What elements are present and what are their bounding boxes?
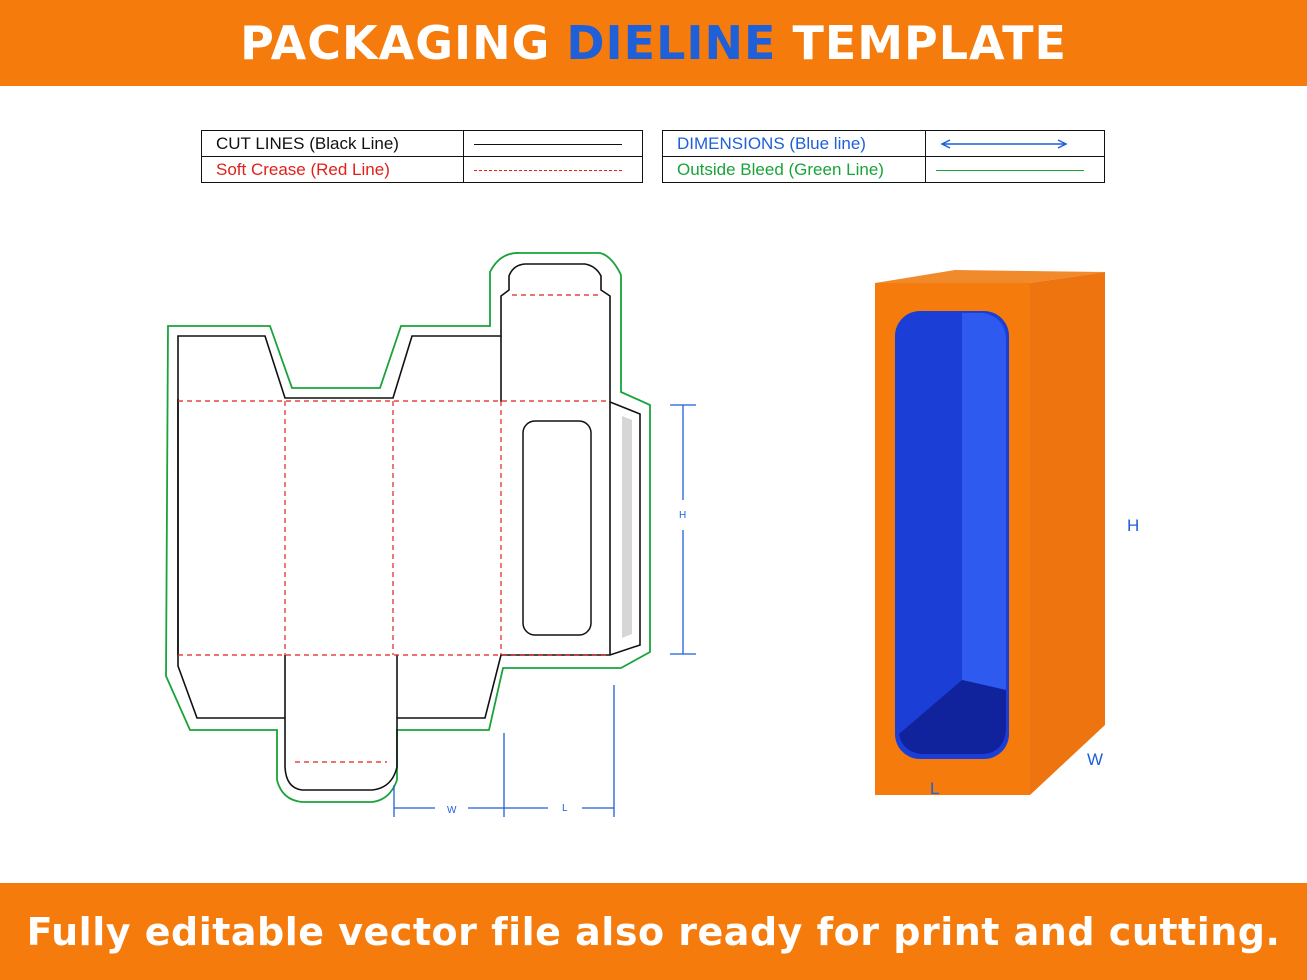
cut-inner-lines: [177, 336, 611, 718]
box-height-label: H: [1127, 516, 1139, 535]
legend-dimensions-label: DIMENSIONS (Blue line): [662, 130, 926, 157]
bleed-outline: [165, 252, 651, 803]
footer-banner: Fully editable vector file also ready fo…: [0, 883, 1307, 980]
title-part1: PACKAGING: [240, 16, 551, 70]
legend-right: DIMENSIONS (Blue line) Outside Bleed (Gr…: [662, 130, 1105, 183]
dieline-width-label: W: [447, 805, 457, 816]
footer-text: Fully editable vector file also ready fo…: [26, 909, 1281, 954]
legend-cut-sample: [463, 130, 643, 157]
double-arrow-icon: [940, 139, 1068, 149]
legend-left: CUT LINES (Black Line) Soft Crease (Red …: [201, 130, 643, 183]
dimension-lines: [393, 404, 696, 817]
dieline-height-label: H: [679, 510, 686, 521]
crease-lines: [178, 294, 610, 763]
legend-row-crease: Soft Crease (Red Line): [201, 156, 643, 183]
legend-row-bleed: Outside Bleed (Green Line): [662, 156, 1105, 183]
legend-row-cut: CUT LINES (Black Line): [201, 130, 643, 157]
box-length-label: L: [930, 779, 939, 798]
window-cutout: [522, 420, 592, 636]
glue-flap-shade: [622, 416, 632, 638]
title-accent: DIELINE: [566, 16, 777, 70]
legend-row-dimensions: DIMENSIONS (Blue line): [662, 130, 1105, 157]
legend-crease-sample: [463, 156, 643, 183]
legend-bleed-sample: [925, 156, 1105, 183]
box-window-floor: [899, 680, 1006, 754]
box-3d: [875, 270, 1105, 795]
box-window-inner-wall: [962, 313, 1006, 690]
box-side-face: [1030, 272, 1105, 795]
legend-crease-label: Soft Crease (Red Line): [201, 156, 464, 183]
box-top-face: [875, 270, 1105, 283]
header-banner: PACKAGING DIELINE TEMPLATE: [0, 0, 1307, 86]
box-width-label: W: [1087, 750, 1103, 769]
legend-bleed-label: Outside Bleed (Green Line): [662, 156, 926, 183]
dieline-length-label: L: [562, 803, 568, 814]
title-part2: TEMPLATE: [792, 16, 1067, 70]
